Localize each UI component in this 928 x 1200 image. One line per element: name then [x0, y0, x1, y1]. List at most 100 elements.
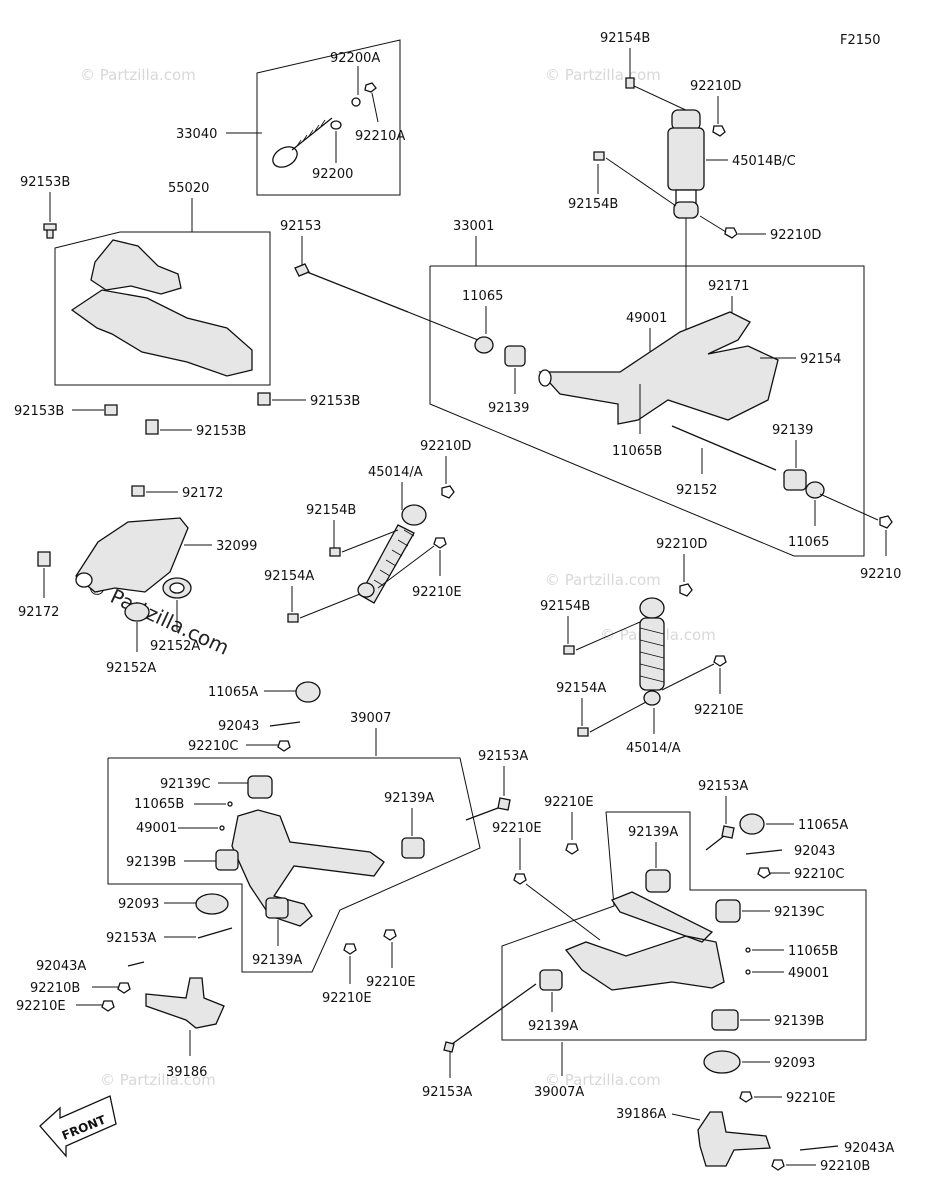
front-arrow: FRONT: [39, 1095, 117, 1158]
nut-part: [565, 843, 579, 855]
label-92154A: 92154A: [556, 681, 606, 696]
leader-line: [671, 1113, 701, 1121]
label-11065: 11065: [788, 535, 829, 550]
thread-marks: [296, 119, 326, 147]
bolt-part: [145, 419, 159, 435]
label-45014A: 45014/A: [626, 741, 681, 756]
nut-part: [101, 1000, 115, 1012]
adjuster-outline: [256, 39, 401, 196]
label-92043: 92043: [794, 844, 835, 859]
bolt-part: [257, 392, 271, 406]
knuckle-part: [697, 1111, 771, 1167]
leader-line: [605, 157, 677, 207]
label-39186: 39186: [166, 1065, 207, 1080]
leader-line: [633, 85, 691, 113]
label-92210E: 92210E: [16, 999, 66, 1014]
nut-part: [712, 125, 726, 137]
shock-top-eye: [639, 597, 665, 619]
washer-part: [351, 97, 361, 107]
swingarm-pivot-end: [538, 369, 552, 387]
label-92153A: 92153A: [106, 931, 156, 946]
bolt-head-part: [721, 825, 735, 839]
nut-part: [433, 537, 447, 549]
label-92210E: 92210E: [412, 585, 462, 600]
collar-hole: [169, 582, 185, 594]
bushing-part: [265, 897, 289, 919]
nut-part: [343, 943, 357, 955]
label-11065B: 11065B: [612, 444, 662, 459]
label-92210E: 92210E: [544, 795, 594, 810]
shock-bottom-mount: [673, 201, 699, 219]
knuckle-part: [145, 977, 225, 1029]
bushing-part: [715, 899, 741, 923]
nut-part: [679, 583, 693, 597]
shock-body: [667, 127, 705, 191]
seal-dot: [745, 969, 751, 975]
leader-line: [661, 663, 715, 691]
label-92139B: 92139B: [774, 1014, 824, 1029]
nut-part: [117, 982, 131, 994]
label-92153B: 92153B: [196, 424, 246, 439]
left-arm-outline: [107, 757, 481, 973]
nut-part: [383, 929, 397, 941]
pin-part: [127, 961, 145, 967]
seal-dot: [227, 801, 233, 807]
seal-dot: [745, 947, 751, 953]
label-92152A: 92152A: [150, 639, 200, 654]
label-39007A: 39007A: [534, 1085, 584, 1100]
label-92139C: 92139C: [774, 905, 824, 920]
swingarm-outline: [429, 265, 865, 557]
boot-part: [195, 893, 229, 915]
label-92043A: 92043A: [844, 1141, 894, 1156]
label-92210E: 92210E: [322, 991, 372, 1006]
washer-part: [330, 120, 342, 130]
chain-guide-part: [75, 517, 189, 593]
label-45014BC: 45014B/C: [732, 154, 796, 169]
guard-group: 92153B 55020 92153B 92153B 92153B: [14, 175, 360, 439]
label-45014A: 45014/A: [368, 465, 423, 480]
chain-guide-group: 92172 32099 92172 92152A 92152A: [18, 485, 257, 676]
label-92153A: 92153A: [698, 779, 748, 794]
pin-part: [745, 849, 783, 855]
label-92210D: 92210D: [770, 228, 821, 243]
leader-line: [299, 593, 361, 619]
leader-line: [819, 493, 879, 521]
nut-part: [879, 515, 893, 529]
label-92210: 92210: [860, 567, 901, 582]
bolt-part: [625, 77, 635, 89]
watermark: © Partzilla.com: [80, 66, 196, 84]
label-92154: 92154: [800, 352, 841, 367]
leader-line: [575, 621, 641, 651]
right-a-arm-part: [564, 891, 725, 991]
bushing-part: [711, 1009, 739, 1031]
label-92093: 92093: [118, 897, 159, 912]
bolt-head-part: [497, 797, 511, 811]
nut-part: [739, 1091, 753, 1103]
label-92139: 92139: [772, 423, 813, 438]
label-92139A: 92139A: [628, 825, 678, 840]
label-92153A: 92153A: [422, 1085, 472, 1100]
leader-line: [525, 883, 601, 941]
nut-part: [277, 740, 291, 752]
label-92210E: 92210E: [366, 975, 416, 990]
adjuster-thread: [291, 117, 333, 151]
bolt-part: [563, 645, 575, 655]
leader-line: [377, 545, 435, 589]
label-92210B: 92210B: [820, 1159, 870, 1174]
label-92210B: 92210B: [30, 981, 80, 996]
shock-spring: [359, 524, 415, 604]
label-92154B: 92154B: [600, 31, 650, 46]
bolt-part: [451, 983, 537, 1045]
right-arm-outline: [501, 811, 867, 1041]
label-49001: 49001: [136, 821, 177, 836]
front-shock-right-group: 92210D 92154B 92154A 92210E 45014/A: [540, 537, 744, 756]
nut-part: [441, 485, 455, 499]
bolt-part: [705, 835, 725, 851]
shock-top-eye: [401, 504, 427, 526]
pin-part: [799, 1145, 839, 1151]
label-92139A: 92139A: [528, 1019, 578, 1034]
label-11065B: 11065B: [788, 944, 838, 959]
label-55020: 55020: [168, 181, 209, 196]
nut-part: [364, 82, 377, 93]
bolt-part: [37, 551, 51, 567]
